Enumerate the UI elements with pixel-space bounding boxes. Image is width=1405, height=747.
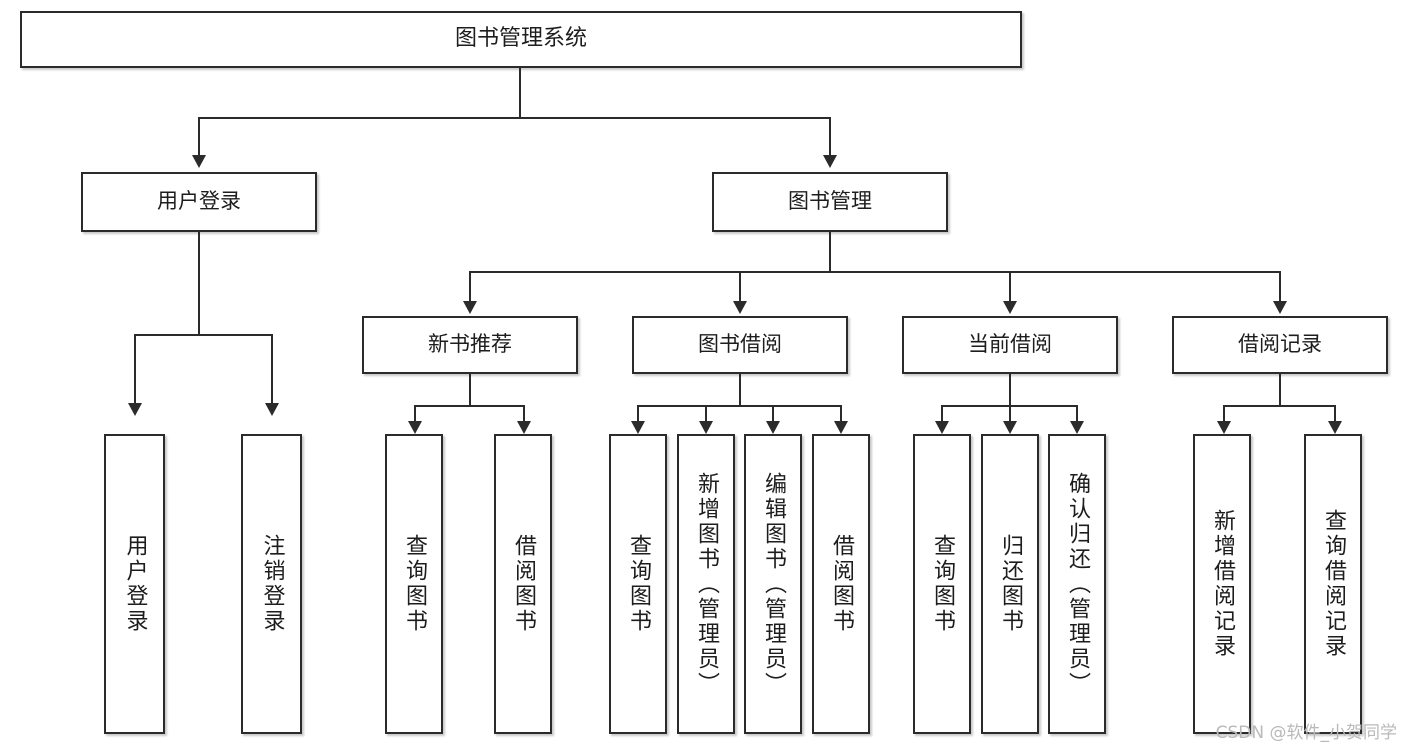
arrow-book-manage-child-4 <box>1273 301 1287 314</box>
node-label: 图书借阅 <box>698 332 782 357</box>
node-label: 新书推荐 <box>428 332 512 357</box>
arrow-current-borrow-leaf-3 <box>1070 421 1084 434</box>
arrow-book-borrow-leaf-4 <box>834 421 848 434</box>
node-label: 新增图书（管理员） <box>694 471 719 697</box>
node-root-system[interactable]: 图书管理系统 <box>20 11 1022 68</box>
node-current-borrow[interactable]: 当前借阅 <box>902 316 1118 374</box>
leaf-new-book-borrow[interactable]: 借阅图书 <box>494 434 552 734</box>
node-label: 用户登录 <box>122 534 148 634</box>
leaf-book-borrow-edit[interactable]: 编辑图书（管理员） <box>744 434 802 734</box>
arrow-borrow-record-leaf-1 <box>1217 421 1231 434</box>
leaf-current-borrow-query[interactable]: 查询图书 <box>913 434 971 734</box>
leaf-user-login-login[interactable]: 用户登录 <box>104 434 165 734</box>
node-label: 注销登录 <box>259 534 285 634</box>
leaf-book-borrow-add[interactable]: 新增图书（管理员） <box>677 434 735 734</box>
node-label: 图书管理 <box>788 189 872 214</box>
node-label: 当前借阅 <box>968 332 1052 357</box>
connector-new-book-drop-2 <box>523 405 525 423</box>
connector-book-manage-drop-4 <box>1279 271 1281 303</box>
arrow-book-borrow-leaf-1 <box>631 421 645 434</box>
leaf-book-borrow-query[interactable]: 查询图书 <box>609 434 667 734</box>
node-book-manage[interactable]: 图书管理 <box>712 172 948 232</box>
connector-book-manage-trunk <box>829 232 831 272</box>
connector-book-manage-bus <box>469 271 1281 273</box>
arrow-new-book-leaf-2 <box>517 421 531 434</box>
connector-borrow-record-drop-1 <box>1223 405 1225 423</box>
connector-current-borrow-trunk <box>1009 374 1011 406</box>
connector-new-book-drop-1 <box>414 405 416 423</box>
node-borrow-record[interactable]: 借阅记录 <box>1172 316 1388 374</box>
connector-current-borrow-drop-3 <box>1076 405 1078 423</box>
connector-book-borrow-drop-2 <box>705 405 707 423</box>
arrow-book-borrow-leaf-3 <box>766 421 780 434</box>
arrow-root-to-user-login <box>192 155 206 168</box>
arrow-book-manage-child-1 <box>463 301 477 314</box>
connector-book-borrow-trunk <box>739 374 741 406</box>
arrow-book-manage-child-3 <box>1003 301 1017 314</box>
connector-root-drop-right <box>829 117 831 157</box>
node-label: 借阅图书 <box>829 534 854 634</box>
connector-borrow-record-bus <box>1223 405 1336 407</box>
node-label: 确认归还（管理员） <box>1065 471 1090 697</box>
connector-book-borrow-bus <box>637 405 841 407</box>
arrow-current-borrow-leaf-2 <box>1003 421 1017 434</box>
node-label: 借阅图书 <box>511 534 536 634</box>
leaf-current-borrow-confirm[interactable]: 确认归还（管理员） <box>1048 434 1106 734</box>
connector-borrow-record-trunk <box>1279 374 1281 406</box>
connector-current-borrow-drop-1 <box>941 405 943 423</box>
node-label: 编辑图书（管理员） <box>761 471 786 697</box>
arrow-new-book-leaf-1 <box>408 421 422 434</box>
connector-book-manage-drop-2 <box>739 271 741 303</box>
arrow-book-manage-child-2 <box>733 301 747 314</box>
node-label: 归还图书 <box>998 534 1023 634</box>
connector-book-manage-drop-1 <box>469 271 471 303</box>
connector-book-manage-drop-3 <box>1009 271 1011 303</box>
connector-root-bus <box>198 117 831 119</box>
arrow-user-login-leaf-2 <box>265 403 279 416</box>
leaf-new-book-query[interactable]: 查询图书 <box>385 434 443 734</box>
leaf-book-borrow-borrow[interactable]: 借阅图书 <box>812 434 870 734</box>
leaf-borrow-record-query[interactable]: 查询借阅记录 <box>1304 434 1362 734</box>
leaf-user-login-logout[interactable]: 注销登录 <box>241 434 302 734</box>
watermark-text: CSDN @软件_小贺同学 <box>1215 723 1397 743</box>
node-label: 借阅记录 <box>1238 332 1322 357</box>
connector-user-login-drop-2 <box>271 334 273 405</box>
arrow-book-borrow-leaf-2 <box>699 421 713 434</box>
connector-user-login-drop-1 <box>134 334 136 405</box>
arrow-root-to-book-manage <box>823 155 837 168</box>
arrow-current-borrow-leaf-1 <box>935 421 949 434</box>
leaf-borrow-record-add[interactable]: 新增借阅记录 <box>1193 434 1251 734</box>
connector-root-trunk <box>519 68 521 118</box>
connector-borrow-record-drop-2 <box>1334 405 1336 423</box>
connector-book-borrow-drop-1 <box>637 405 639 423</box>
node-label: 新增借阅记录 <box>1210 509 1235 659</box>
node-label: 查询图书 <box>402 534 427 634</box>
node-label: 用户登录 <box>157 189 241 214</box>
arrow-borrow-record-leaf-2 <box>1328 421 1342 434</box>
connector-current-borrow-drop-2 <box>1009 405 1011 423</box>
connector-new-book-bus <box>414 405 525 407</box>
node-label: 查询图书 <box>626 534 651 634</box>
node-new-book-recommend[interactable]: 新书推荐 <box>362 316 578 374</box>
node-label: 查询图书 <box>930 534 955 634</box>
leaf-current-borrow-return[interactable]: 归还图书 <box>981 434 1039 734</box>
node-user-login[interactable]: 用户登录 <box>81 172 317 232</box>
node-label: 查询借阅记录 <box>1321 509 1346 659</box>
arrow-user-login-leaf-1 <box>128 403 142 416</box>
connector-book-borrow-drop-4 <box>840 405 842 423</box>
connector-user-login-trunk <box>198 232 200 335</box>
connector-root-drop-left <box>198 117 200 157</box>
connector-book-borrow-drop-3 <box>772 405 774 423</box>
node-label: 图书管理系统 <box>454 26 587 52</box>
connector-user-login-bus <box>134 334 273 336</box>
connector-new-book-trunk <box>469 374 471 406</box>
node-book-borrow[interactable]: 图书借阅 <box>632 316 848 374</box>
